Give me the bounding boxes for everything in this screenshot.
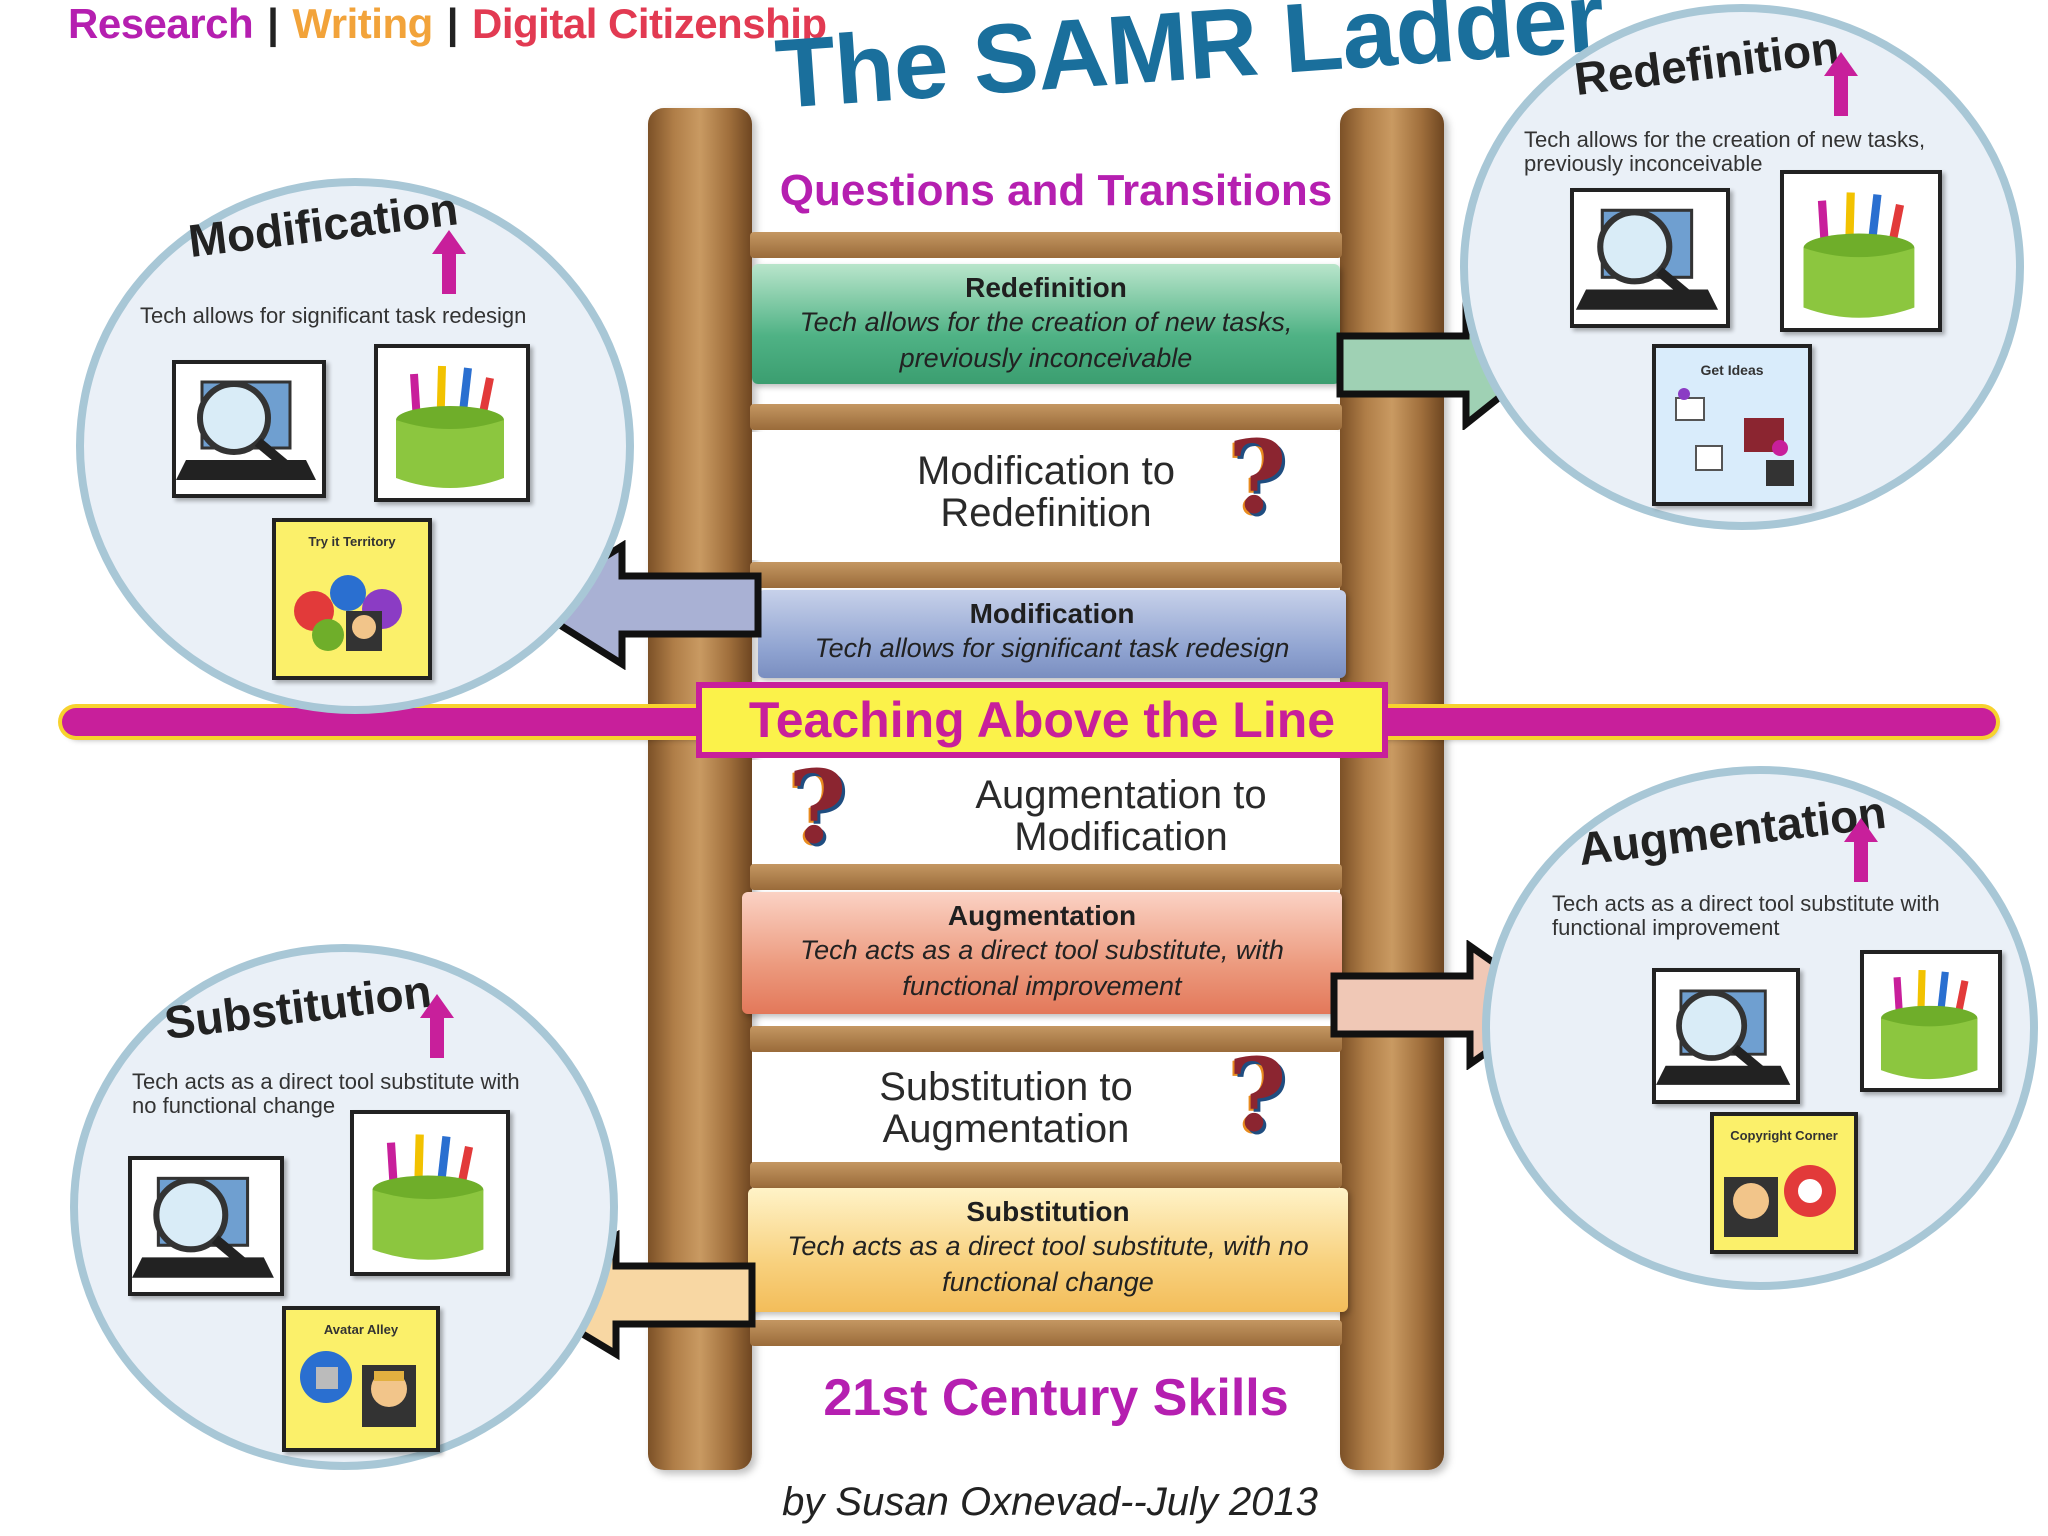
ladder-rung: [750, 232, 1342, 258]
level-band-substitution: Substitution Tech acts as a direct tool …: [748, 1188, 1348, 1312]
diagram-subtitle: Questions and Transitions: [779, 166, 1333, 215]
tile-label: Try it Territory: [308, 534, 396, 549]
ladder-rung: [750, 562, 1342, 588]
transition-text: Modification to: [917, 449, 1175, 493]
copyright-corner-tile-icon: Copyright Corner: [1710, 1112, 1858, 1254]
transition-text: Augmentation: [882, 1107, 1130, 1151]
research-tile-icon: [1570, 188, 1730, 328]
transition-augmentation-to-modification: Augmentation to Modification: [752, 760, 1340, 864]
level-band-augmentation: Augmentation Tech acts as a direct tool …: [742, 892, 1342, 1014]
research-tile-icon: [1652, 968, 1800, 1104]
level-desc: Tech acts as a direct tool substitute, w…: [787, 1231, 1309, 1261]
nav-separator: |: [446, 0, 459, 47]
level-title: Redefinition: [965, 272, 1127, 303]
transition-text: Modification: [1014, 815, 1228, 859]
question-mark-icon: ?: [788, 748, 847, 866]
ladder-rung: [750, 864, 1342, 890]
transition-text: Substitution to: [879, 1065, 1133, 1109]
nav-research[interactable]: Research: [68, 0, 254, 47]
level-desc: functional change: [942, 1267, 1154, 1297]
level-band-redefinition: Redefinition Tech allows for the creatio…: [752, 264, 1340, 384]
transition-substitution-to-augmentation: Substitution to Augmentation: [752, 1052, 1340, 1162]
citizenship-tile-icon: Try it Territory: [272, 518, 432, 680]
arrow-up-icon: [1844, 818, 1878, 882]
question-mark-icon: ?: [1228, 1036, 1287, 1154]
writing-tile-icon: [350, 1110, 510, 1276]
writing-tile-icon: [1780, 170, 1942, 332]
arrow-up-icon: [432, 230, 466, 294]
circle-desc: previously inconceivable: [1524, 151, 1763, 176]
circle-desc: Tech allows for significant task redesig…: [140, 303, 527, 328]
circle-desc: functional improvement: [1552, 915, 1780, 940]
question-mark-icon: ?: [1228, 418, 1287, 536]
level-title: Modification: [969, 598, 1135, 629]
circle-desc: Tech acts as a direct tool substitute wi…: [132, 1069, 520, 1094]
level-desc: Tech allows for significant task redesig…: [814, 633, 1290, 663]
arrow-up-icon: [420, 994, 454, 1058]
nav-separator: |: [267, 0, 279, 47]
ladder-rung: [750, 1026, 1342, 1052]
arrow-up-icon: [1824, 52, 1858, 116]
ladder-rung: [750, 1320, 1342, 1346]
tile-label: Avatar Alley: [323, 1322, 399, 1337]
level-title: Substitution: [966, 1196, 1130, 1227]
transition-text: Redefinition: [940, 491, 1152, 535]
level-desc: Tech allows for the creation of new task…: [799, 307, 1293, 337]
level-title: Augmentation: [947, 900, 1137, 931]
level-band-modification: Modification Tech allows for significant…: [758, 590, 1346, 678]
get-ideas-tile-icon: Get Ideas: [1652, 344, 1812, 506]
transition-text: Augmentation to: [975, 773, 1267, 817]
tile-label: Copyright Corner: [1730, 1128, 1838, 1143]
ladder-rung: [750, 1162, 1342, 1188]
nav-digital-citizenship[interactable]: Digital Citizenship: [472, 0, 827, 47]
ladder-rung: [750, 404, 1342, 430]
circle-desc: Tech allows for the creation of new task…: [1524, 127, 1926, 152]
research-tile-icon: [128, 1156, 284, 1296]
teaching-above-the-line-label: Teaching Above the Line: [696, 682, 1388, 758]
transition-modification-to-redefinition: Modification to Redefinition: [752, 432, 1340, 560]
level-desc: Tech acts as a direct tool substitute, w…: [800, 935, 1284, 965]
research-tile-icon: [172, 360, 326, 498]
level-desc: functional improvement: [902, 971, 1182, 1001]
level-desc: previously inconceivable: [899, 343, 1193, 373]
circle-desc: no functional change: [132, 1093, 336, 1118]
footer-skills-label: 21st Century Skills: [823, 1369, 1289, 1427]
writing-tile-icon: [374, 344, 530, 502]
writing-tile-icon: [1860, 950, 2002, 1092]
nav-writing[interactable]: Writing: [292, 0, 433, 47]
byline: by Susan Oxnevad--July 2013: [782, 1480, 1318, 1524]
circle-desc: Tech acts as a direct tool substitute wi…: [1552, 891, 1940, 916]
avatar-alley-tile-icon: Avatar Alley: [282, 1306, 440, 1452]
top-nav: Research | Writing | Digital Citizenship: [68, 0, 827, 52]
tile-label: Get Ideas: [1700, 362, 1764, 378]
ladder-rail-left: [648, 108, 752, 1470]
